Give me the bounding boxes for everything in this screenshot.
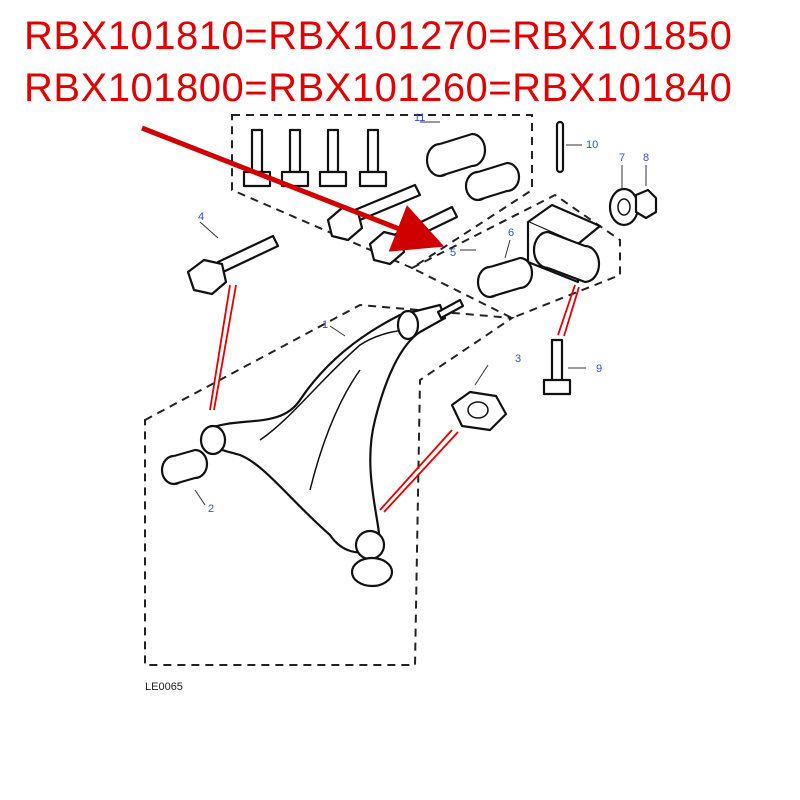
group-1-boundary [144, 303, 515, 666]
bolt-11b [280, 128, 310, 188]
callout-leaders [194, 121, 647, 506]
nut-8 [634, 188, 658, 220]
callout-4: 4 [198, 211, 204, 223]
bolt-9 [542, 338, 572, 396]
callout-7: 7 [619, 152, 625, 164]
pin-10 [555, 120, 565, 174]
bush-6 [476, 256, 534, 299]
part-numbers-line-1: RBX101810=RBX101270=RBX101850 [24, 14, 733, 58]
washer-7 [608, 187, 640, 227]
bracket-5 [526, 203, 602, 284]
bolt-11d [358, 128, 388, 188]
callout-11: 11 [414, 112, 425, 124]
callout-10: 10 [586, 139, 598, 151]
callout-1: 1 [322, 319, 328, 331]
bush-2 [160, 448, 209, 486]
callout-2: 2 [208, 503, 214, 515]
part-numbers-line-2: RBX101800=RBX101260=RBX101840 [24, 66, 733, 110]
callout-3: 3 [515, 353, 521, 365]
nut-3 [450, 390, 508, 432]
bolt-11c [318, 128, 348, 188]
bush-11b [464, 161, 521, 202]
group-5-boundary [411, 193, 621, 320]
callout-5: 5 [450, 247, 456, 259]
diagram-code: LE0065 [145, 681, 183, 693]
callout-8: 8 [643, 152, 649, 164]
pointer-arrow [141, 125, 445, 252]
bush-11a [425, 132, 487, 178]
red-leaders [209, 284, 580, 513]
lower-control-arm [199, 298, 465, 588]
bolt-4 [186, 234, 280, 296]
callout-6: 6 [508, 227, 514, 239]
callout-9: 9 [596, 363, 602, 375]
